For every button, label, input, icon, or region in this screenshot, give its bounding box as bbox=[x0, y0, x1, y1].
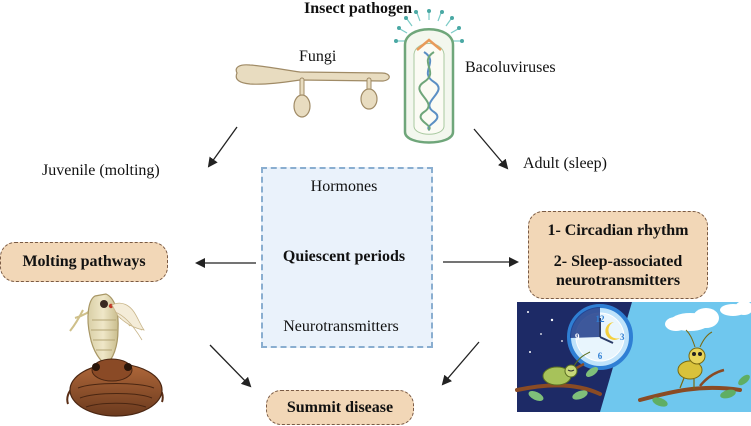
label-hormones: Hormones bbox=[310, 178, 378, 195]
molting-pathways-label: Molting pathways bbox=[22, 253, 146, 270]
insect-sleeping-icon bbox=[542, 351, 591, 386]
label-fungi: Fungi bbox=[299, 48, 337, 65]
clock-numeral-3: 3 bbox=[620, 332, 625, 342]
cicada-molting-illustration bbox=[66, 293, 164, 417]
arrow-virus-to-adult bbox=[473, 128, 509, 170]
sleep-neuro-line1: 2- Sleep-associated bbox=[553, 252, 683, 270]
day-night-scene bbox=[515, 301, 751, 412]
cloud-icon bbox=[665, 301, 751, 331]
clock-numeral-12: 12 bbox=[595, 314, 605, 324]
label-baculoviruses: Bacoluviruses bbox=[465, 59, 556, 76]
label-adult: Adult (sleep) bbox=[523, 155, 607, 172]
label-quiescent-periods: Quiescent periods bbox=[282, 248, 406, 265]
summit-disease-label: Summit disease bbox=[286, 398, 394, 416]
diagram-title: Insect pathogen bbox=[304, 0, 413, 17]
fungi-icon bbox=[235, 64, 390, 118]
insect-awake-icon bbox=[677, 329, 713, 389]
molting-pathways-box: Molting pathways bbox=[0, 242, 168, 282]
adult-mechanisms-box: 1- Circadian rhythm 2- Sleep-associated … bbox=[528, 211, 708, 299]
label-neurotransmitters: Neurotransmitters bbox=[283, 318, 399, 335]
day-sky bbox=[600, 302, 751, 412]
clock-numeral-9: 9 bbox=[575, 332, 580, 342]
quiescent-center-box bbox=[261, 167, 433, 348]
summit-disease-box: Summit disease bbox=[266, 390, 414, 425]
sleep-neuro-line2: neurotransmitters bbox=[555, 271, 681, 289]
arrow-juvenile-to-summit bbox=[209, 344, 252, 388]
arrow-fungi-to-juvenile bbox=[207, 126, 238, 168]
circadian-rhythm-label: 1- Circadian rhythm bbox=[547, 221, 689, 239]
label-juvenile: Juvenile (molting) bbox=[42, 162, 160, 179]
branch-day bbox=[638, 368, 742, 402]
baculovirus-icon bbox=[394, 9, 464, 144]
arrow-adult-to-summit bbox=[441, 341, 480, 386]
clock-numeral-6: 6 bbox=[597, 351, 603, 361]
